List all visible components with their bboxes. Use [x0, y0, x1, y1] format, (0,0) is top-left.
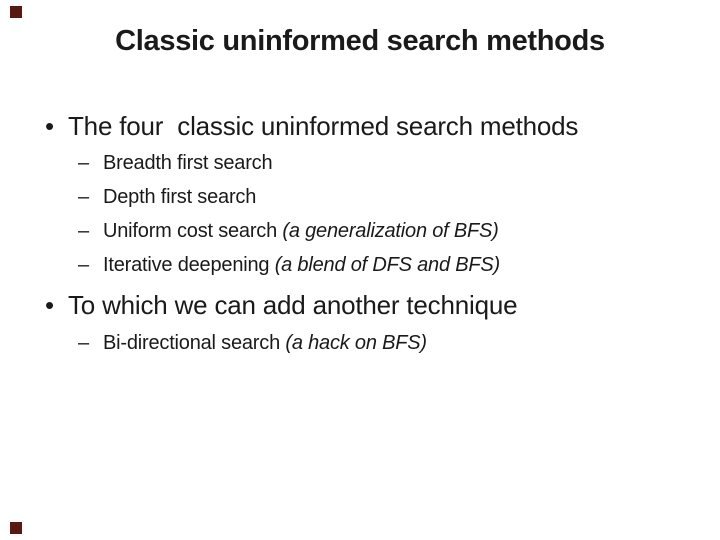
- dash-marker: –: [78, 186, 90, 208]
- sub-bullet-text-regular: Iterative deepening: [103, 254, 275, 276]
- bullet-text-regular: To which we can add another technique: [68, 290, 518, 320]
- sub-bullet-text-regular: Depth first search: [103, 186, 257, 208]
- slide-title: Classic uninformed search methods: [115, 25, 605, 57]
- sub-bullet-text-italic: (a hack on BFS): [285, 332, 427, 354]
- corner-marker-top-left: [10, 6, 22, 18]
- sub-bullet-item: – Iterative deepening (a blend of DFS an…: [0, 248, 720, 282]
- sub-bullet-text: Bi-directional search (a hack on BFS): [103, 326, 427, 360]
- dash-marker: –: [78, 220, 90, 242]
- sub-bullet-text: Iterative deepening (a blend of DFS and …: [103, 248, 500, 282]
- sub-bullet-text-regular: Bi-directional search: [103, 332, 286, 354]
- sub-bullet-text-regular: Breadth first search: [103, 152, 273, 174]
- sub-bullet-item: – Bi-directional search (a hack on BFS): [0, 326, 720, 360]
- sub-bullet-item: – Breadth first search: [0, 146, 720, 180]
- sub-bullet-text-regular: Uniform cost search: [103, 220, 283, 242]
- corner-marker-bottom-left: [10, 522, 22, 534]
- bullet-text: The four classic uninformed search metho…: [68, 108, 578, 144]
- sub-bullet-text: Breadth first search: [103, 146, 273, 180]
- dash-marker: –: [78, 332, 90, 354]
- bullet-marker: •: [45, 111, 55, 141]
- bullet-text: To which we can add another technique: [68, 287, 518, 323]
- bullet-text-regular: The four classic uninformed search metho…: [68, 111, 579, 141]
- slide-body: • The four classic uninformed search met…: [0, 108, 720, 360]
- sub-bullet-text-italic: (a blend of DFS and BFS): [274, 254, 501, 276]
- bullet-item: • To which we can add another technique: [0, 287, 720, 323]
- sub-bullet-text: Uniform cost search (a generalization of…: [103, 214, 499, 248]
- dash-marker: –: [78, 152, 90, 174]
- sub-bullet-item: – Uniform cost search (a generalization …: [0, 214, 720, 248]
- dash-marker: –: [78, 254, 90, 276]
- sub-bullet-text: Depth first search: [103, 180, 256, 214]
- sub-bullet-text-italic: (a generalization of BFS): [282, 220, 499, 242]
- sub-bullet-item: – Depth first search: [0, 180, 720, 214]
- bullet-item: • The four classic uninformed search met…: [0, 108, 720, 144]
- bullet-marker: •: [45, 290, 55, 320]
